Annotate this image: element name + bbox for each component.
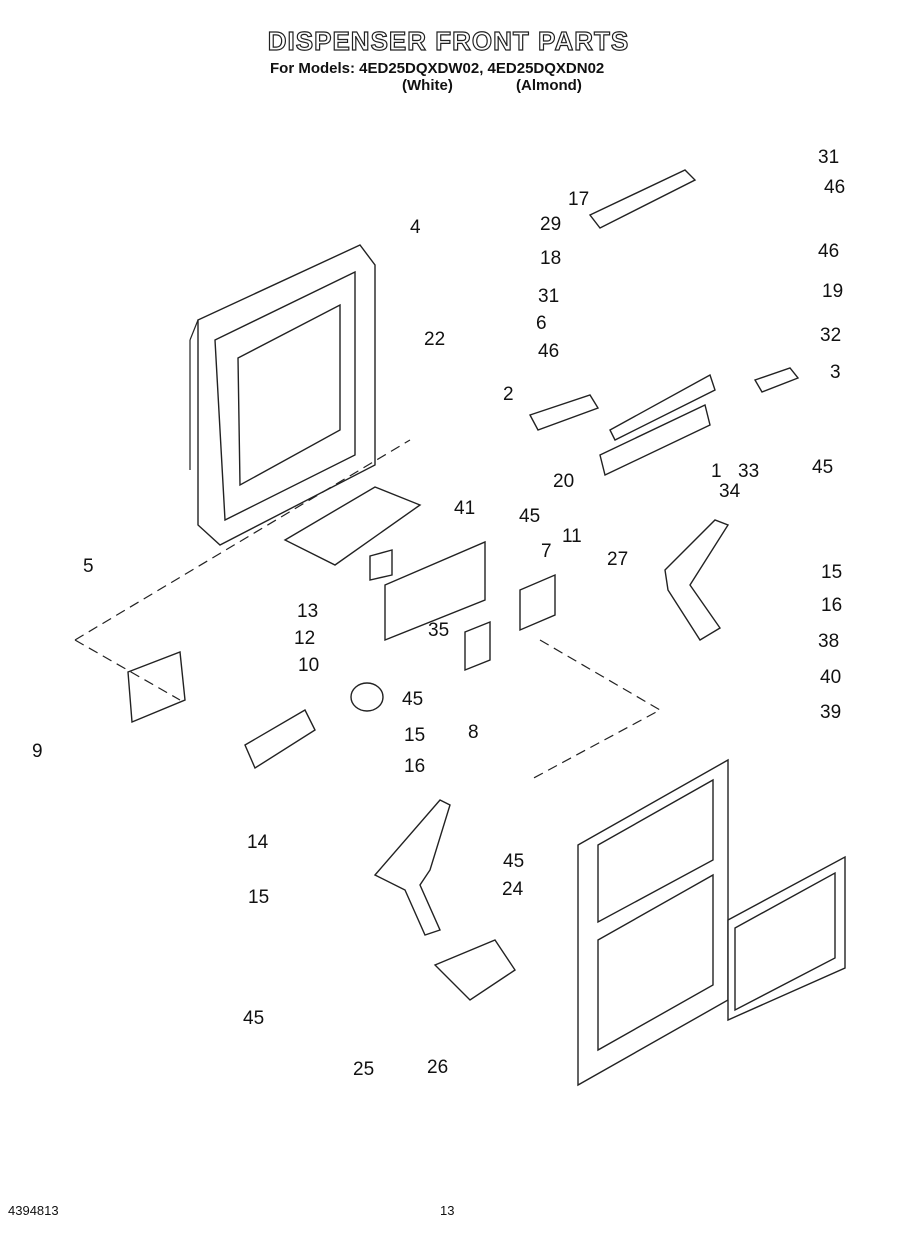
callout-17: 17: [568, 189, 589, 210]
assembly-line: [74, 639, 181, 701]
solenoid-12: [350, 682, 384, 712]
callout-29: 29: [540, 214, 561, 235]
callout-45: 45: [812, 457, 833, 478]
callout-8: 8: [468, 722, 479, 743]
assembly-line: [74, 439, 411, 641]
callout-3: 3: [830, 362, 841, 383]
callout-19: 19: [822, 281, 843, 302]
callout-6: 6: [536, 313, 547, 334]
callout-12: 12: [294, 628, 315, 649]
callout-35: 35: [428, 620, 449, 641]
callout-33: 33: [738, 461, 759, 482]
keypad-panel: [283, 486, 422, 566]
dispenser-housing: [189, 244, 376, 546]
panel-40-window-lower: [597, 873, 714, 1052]
panel-40-window-upper: [597, 778, 714, 924]
callout-16: 16: [404, 756, 425, 777]
callout-1: 1: [711, 461, 722, 482]
callout-10: 10: [298, 655, 319, 676]
clip-3: [753, 367, 800, 393]
callout-45: 45: [503, 851, 524, 872]
callout-39: 39: [820, 702, 841, 723]
callout-34: 34: [719, 481, 741, 502]
callout-31: 31: [818, 147, 839, 168]
chute-25: [433, 939, 516, 1001]
callout-45: 45: [402, 689, 423, 710]
trim-17: [588, 169, 697, 229]
callout-46: 46: [538, 341, 559, 362]
models-line: For Models: 4ED25DQXDW02, 4ED25DQXDN02: [270, 60, 605, 77]
callout-13: 13: [297, 601, 318, 622]
actuator-arm-24: [373, 799, 451, 936]
callout-45: 45: [243, 1008, 264, 1029]
callout-27: 27: [607, 549, 628, 570]
callout-46: 46: [824, 177, 845, 198]
circuit-board: [384, 540, 486, 642]
callout-4: 4: [410, 217, 421, 238]
bracket-10: [244, 709, 316, 770]
callout-26: 26: [427, 1057, 448, 1078]
label-part: [369, 549, 393, 581]
actuator-arm-38: [664, 519, 730, 641]
cover-9: [127, 651, 186, 724]
bracket-27: [519, 573, 556, 632]
bracket-33: [599, 404, 711, 476]
callout-16: 16: [821, 595, 842, 616]
cover-8: [464, 620, 491, 672]
callout-2: 2: [503, 384, 514, 405]
callout-40: 40: [820, 667, 841, 688]
callout-14: 14: [247, 832, 269, 853]
callout-15: 15: [821, 562, 842, 583]
callout-41: 41: [454, 498, 475, 519]
variant-almond: (Almond): [516, 77, 582, 94]
callout-31: 31: [538, 286, 559, 307]
callout-45: 45: [519, 506, 540, 527]
callout-7: 7: [541, 541, 552, 562]
doc-number: 4394813: [8, 1203, 59, 1218]
callout-25: 25: [353, 1059, 374, 1080]
callout-5: 5: [83, 556, 94, 577]
callout-24: 24: [502, 879, 524, 900]
plate-2: [528, 394, 600, 431]
callout-22: 22: [424, 329, 445, 350]
variant-white: (White): [402, 77, 453, 94]
callout-20: 20: [553, 471, 574, 492]
callout-38: 38: [818, 631, 839, 652]
trim-panel-39-inner: [734, 871, 836, 1012]
bracket-32: [609, 373, 716, 441]
page-number: 13: [440, 1203, 455, 1218]
callout-11: 11: [562, 526, 582, 547]
callout-18: 18: [540, 248, 561, 269]
page-title: DISPENSER FRONT PARTS: [267, 25, 630, 56]
callout-15: 15: [404, 725, 425, 746]
callout-15: 15: [248, 887, 269, 908]
callout-46: 46: [818, 241, 839, 262]
callout-32: 32: [820, 325, 841, 346]
callout-9: 9: [32, 741, 43, 762]
